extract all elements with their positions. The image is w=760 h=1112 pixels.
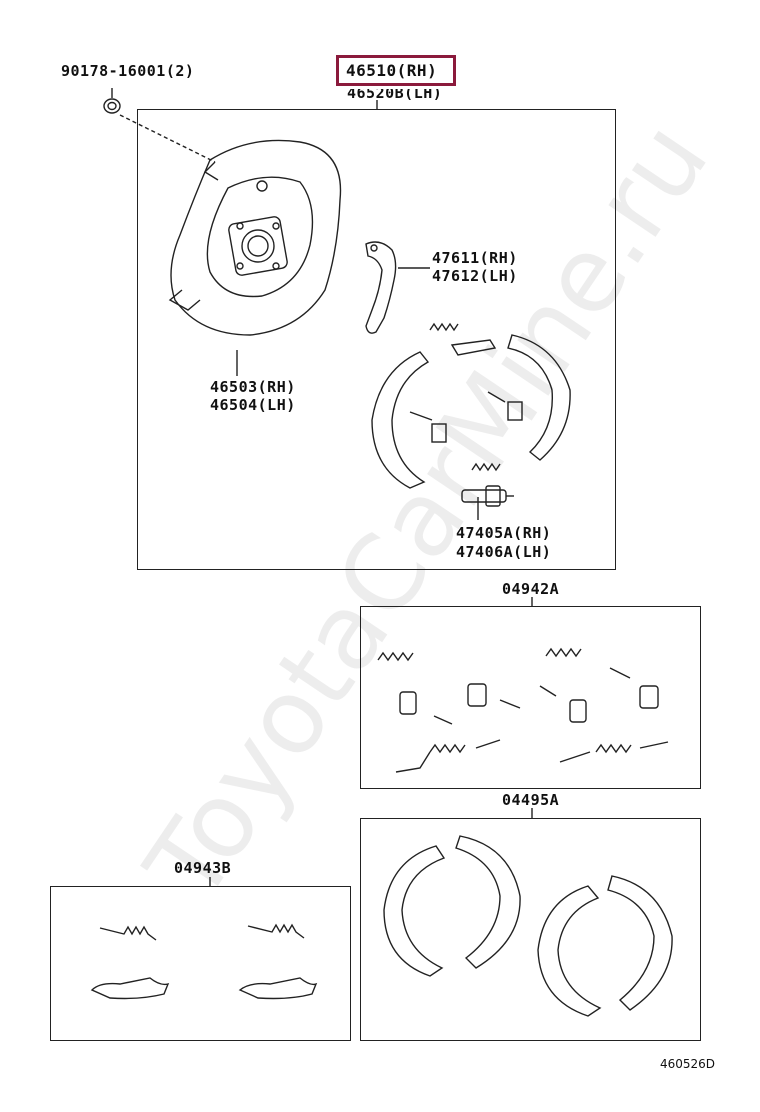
nut-icon <box>103 98 121 114</box>
spring-kit-frame <box>50 886 351 1041</box>
part-label-plate-lh[interactable]: 46520B(LH) <box>347 84 443 102</box>
part-label-lever-rh[interactable]: 47611(RH) <box>432 249 518 267</box>
part-label-cover-rh[interactable]: 46503(RH) <box>210 378 296 396</box>
figure-code: 460526D <box>660 1057 716 1071</box>
selected-part-highlight <box>336 55 456 86</box>
part-label-spring-kit[interactable]: 04943B <box>174 859 232 877</box>
part-label-nut[interactable]: 90178-16001(2) <box>61 62 195 80</box>
part-label-lever-lh[interactable]: 47612(LH) <box>432 267 518 285</box>
hardware-kit-frame <box>360 606 701 789</box>
part-label-shoe-kit[interactable]: 04495A <box>502 791 560 809</box>
part-label-adjuster-rh[interactable]: 47405A(RH) <box>456 524 552 542</box>
part-label-hardware-kit[interactable]: 04942A <box>502 580 560 598</box>
part-label-cover-lh[interactable]: 46504(LH) <box>210 396 296 414</box>
shoe-kit-frame <box>360 818 701 1041</box>
part-label-adjuster-lh[interactable]: 47406A(LH) <box>456 543 552 561</box>
backing-plate-assembly-frame <box>137 109 616 570</box>
part-label-plate-rh[interactable]: 46510(RH) <box>346 61 438 80</box>
